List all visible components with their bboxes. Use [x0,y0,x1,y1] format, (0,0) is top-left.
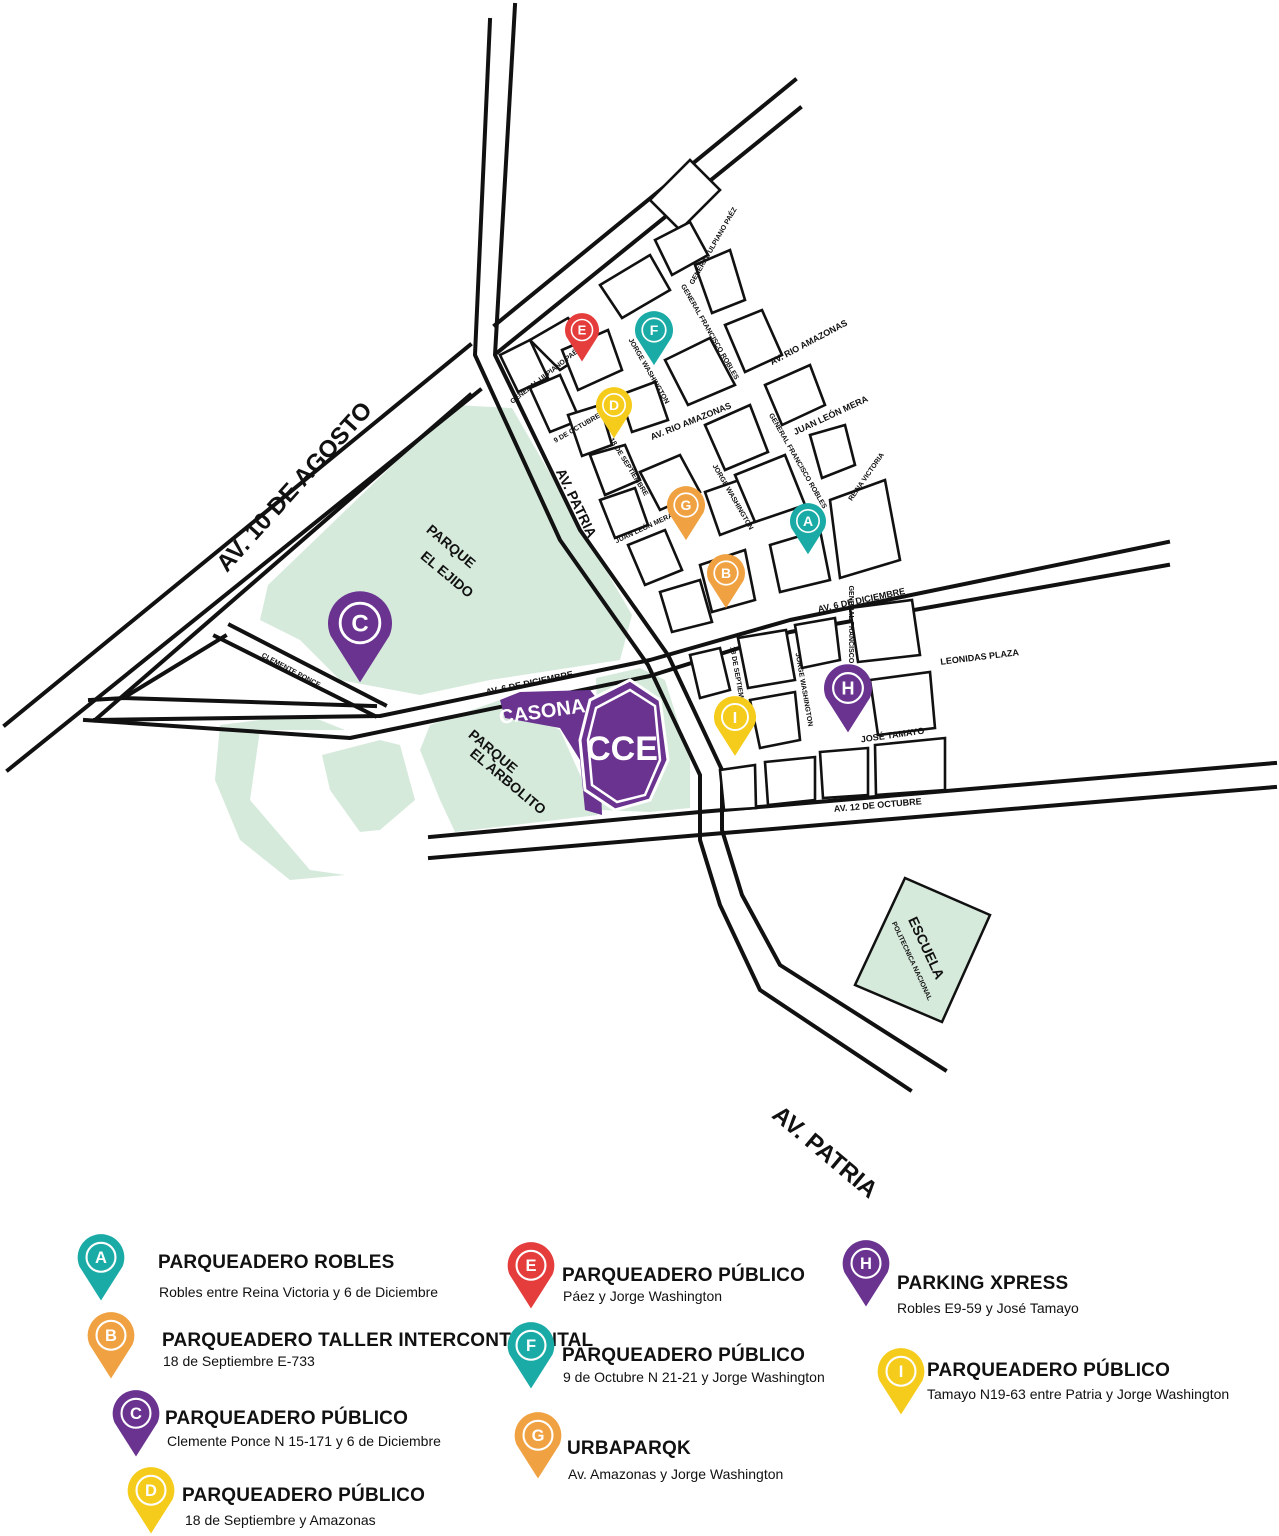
legend-title: PARQUEADERO PÚBLICO [165,1408,409,1429]
map-pin-h[interactable]: H [824,664,873,733]
legend-title: PARQUEADERO PÚBLICO [927,1360,1171,1381]
map-pin-b-letter: B [721,565,731,581]
map-pin-g-letter: G [681,497,692,513]
legend-pin-h-letter: H [860,1254,872,1273]
map-pin-i[interactable]: I [714,696,756,756]
legend-pin-e-icon: E [507,1242,555,1309]
park-area-left [215,715,345,880]
casona-shape [500,690,602,815]
map-pin-f[interactable]: F [635,311,673,366]
legend-pin-b[interactable]: B [87,1312,135,1379]
legend-pin-a[interactable]: A [77,1234,125,1301]
legend-title: PARQUEADERO PÚBLICO [562,1265,806,1286]
legend-pin-c-letter: C [130,1404,142,1423]
legend-address: 18 de Septiembre E-733 [163,1353,315,1369]
map-label-cce: CCE [586,730,658,768]
map-pin-a[interactable]: A [790,503,826,555]
map-pin-c-letter: C [351,611,368,638]
legend-address: 18 de Septiembre y Amazonas [185,1512,376,1528]
legend-pin-d[interactable]: D [127,1467,175,1534]
legend-address: Clemente Ponce N 15-171 y 6 de Diciembre [167,1433,441,1449]
legend-pin-g-icon: G [514,1412,562,1479]
legend-pin-e-letter: E [525,1256,536,1275]
map-pin-e[interactable]: E [565,313,599,362]
legend-address: 9 de Octubre N 21-21 y Jorge Washington [563,1369,825,1385]
legend-title: PARQUEADERO ROBLES [158,1252,395,1273]
legend-pin-i-icon: I [877,1348,925,1415]
map-pin-g[interactable]: G [667,486,705,541]
map-pin-d-letter: D [609,397,619,413]
legend-pin-d-icon: D [127,1467,175,1534]
map-pin-d[interactable]: D [596,387,633,439]
legend-pin-f[interactable]: F [507,1322,555,1389]
legend-title: PARKING XPRESS [897,1273,1069,1294]
legend-address: Páez y Jorge Washington [563,1288,723,1304]
map-label-leonidas-plaza: LEONIDAS PLAZA [940,647,1020,667]
park-area-middle [322,740,415,832]
legend-pin-d-letter: D [145,1481,157,1500]
legend-pin-i-letter: I [899,1362,904,1381]
map-pin-e-letter: E [578,323,587,338]
legend-pin-a-icon: A [77,1234,125,1301]
legend-title: URBAPARQK [567,1438,691,1459]
map-pin-a-letter: A [803,513,813,529]
legend-pin-h[interactable]: H [842,1240,890,1307]
map-pin-i-letter: I [733,710,737,727]
legend-pin-c[interactable]: C [112,1390,160,1457]
escuela-politecnica-area [853,876,992,1024]
legend-address: Tamayo N19-63 entre Patria y Jorge Washi… [927,1386,1230,1402]
legend-pin-b-letter: B [105,1326,117,1345]
legend-pin-e[interactable]: E [507,1242,555,1309]
legend-address: Robles entre Reina Victoria y 6 de Dicie… [159,1284,439,1300]
map-label-general-francisco-robles-3: GENERAL FRANCISCO ROBLES [847,586,854,695]
legend-pin-b-icon: B [87,1312,135,1379]
legend-title: PARQUEADERO PÚBLICO [562,1345,806,1366]
roads [2,2,1278,1093]
cce-shape [578,678,670,812]
legend-pin-i[interactable]: I [877,1348,925,1415]
map-pin-h-letter: H [842,678,855,698]
map-pin-c[interactable]: C [328,591,392,683]
map-pin-b[interactable]: B [707,554,745,609]
legend-address: Robles E9-59 y José Tamayo [897,1300,1079,1316]
legend-pin-g-letter: G [532,1426,545,1445]
legend-address: Av. Amazonas y Jorge Washington [568,1466,784,1482]
legend-pin-h-icon: H [842,1240,890,1307]
bridge [648,158,722,232]
map-label-av-rio-amazonas-1: AV. RIO AMAZONAS [768,318,849,367]
legend-title: PARQUEADERO PÚBLICO [182,1485,426,1506]
map-pin-f-letter: F [650,322,659,338]
legend-pin-f-letter: F [526,1336,536,1355]
map-label-av-patria-lower: AV. PATRIA [767,1101,883,1200]
legend-pin-c-icon: C [112,1390,160,1457]
legend-pin-a-letter: A [95,1248,107,1267]
legend-pin-f-icon: F [507,1322,555,1389]
legend-pin-g[interactable]: G [514,1412,562,1479]
legend-title: PARQUEADERO TALLER INTERCONTINENTAL [162,1330,594,1351]
parque-el-arbolito-area [420,700,598,832]
